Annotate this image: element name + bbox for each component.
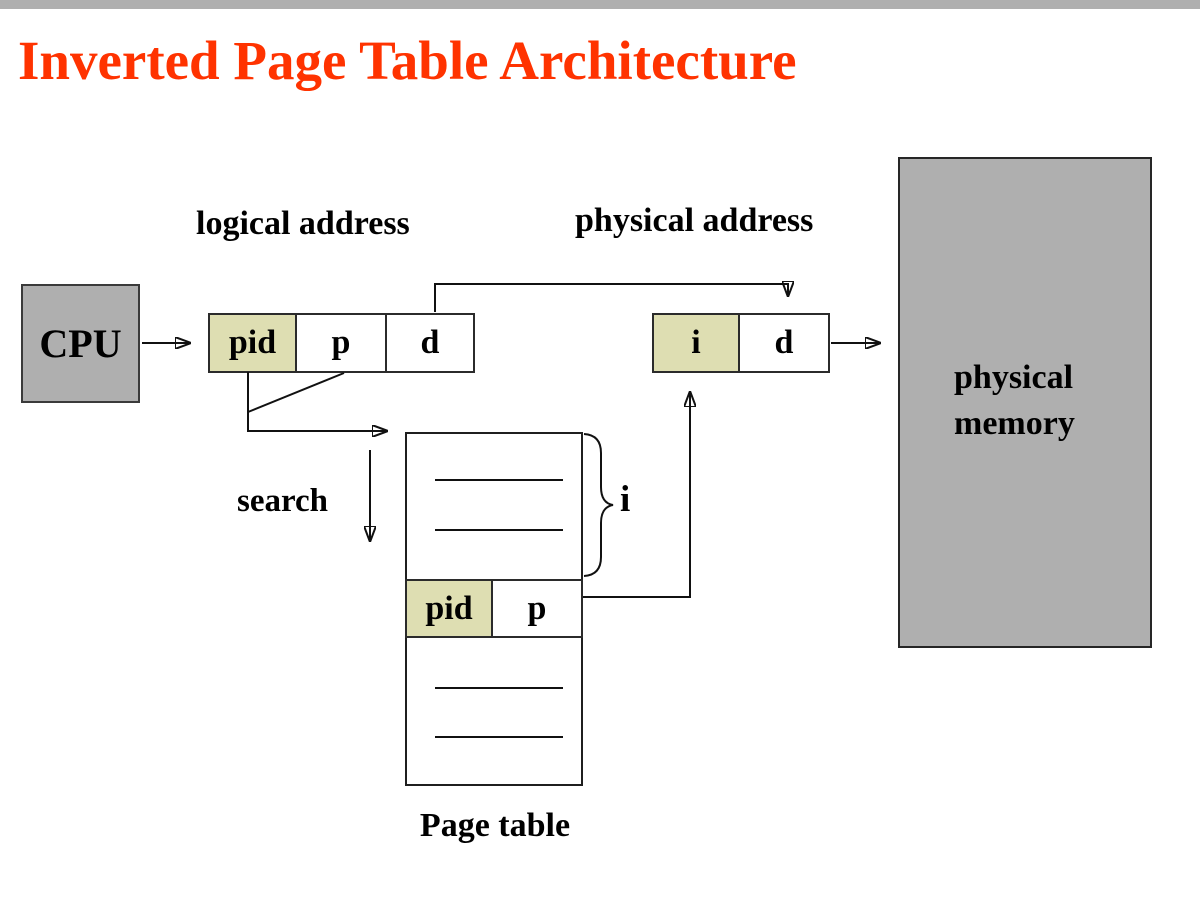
cpu-box: CPU <box>21 284 140 403</box>
logical-field-pid: pid <box>208 313 297 373</box>
curly-brace-icon <box>583 433 614 577</box>
physical-memory-label-line2: memory <box>954 405 1075 442</box>
logical-d-to-physical-arrow <box>434 284 788 312</box>
search-label: search <box>237 483 329 519</box>
cpu-label: CPU <box>39 321 122 366</box>
p-join-line <box>247 372 345 413</box>
physical-address-label: physical address <box>575 202 814 239</box>
logical-field-p: p <box>295 313 387 373</box>
top-bar <box>0 0 1200 9</box>
physical-field-d: d <box>738 313 830 373</box>
physical-field-i: i <box>652 313 740 373</box>
page-table-to-i-arrow <box>583 392 690 598</box>
pid-to-page-table-arrow <box>247 372 387 431</box>
physical-memory-label-line1: physical <box>954 359 1074 396</box>
logical-address-label: logical address <box>196 205 410 242</box>
index-i-label: i <box>620 479 631 520</box>
physical-memory-label: physical memory <box>954 355 1075 447</box>
page-title: Inverted Page Table Architecture <box>18 30 797 91</box>
logical-field-d: d <box>385 313 475 373</box>
page-table-field-pid: pid <box>405 579 493 638</box>
page-table-caption: Page table <box>419 807 571 844</box>
physical-memory-box: physical memory <box>898 157 1152 648</box>
page-table-field-p: p <box>491 579 583 638</box>
